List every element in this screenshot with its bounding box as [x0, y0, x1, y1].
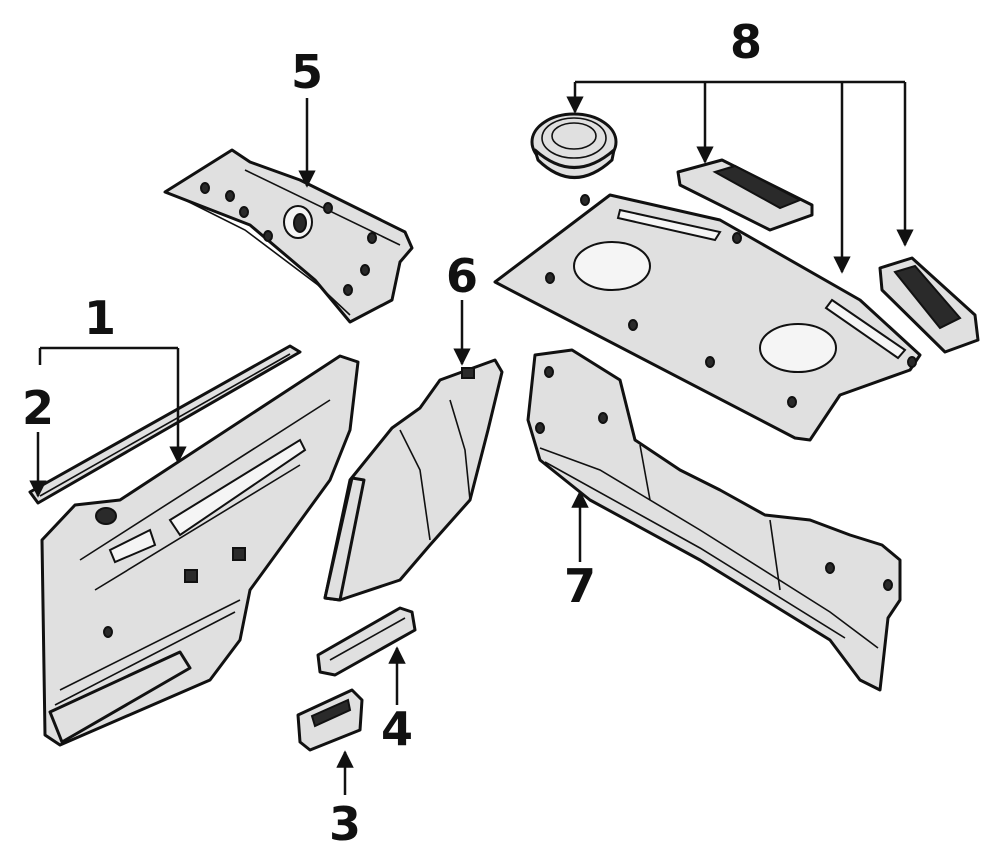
pull-handle: [316, 606, 417, 677]
rear-speaker-grille-left: [676, 158, 814, 232]
callout-3: 3: [329, 797, 361, 851]
callout-7: 7: [564, 559, 596, 613]
package-tray: [493, 193, 922, 442]
callout-5: 5: [291, 45, 323, 99]
leader-lines: [29, 80, 914, 795]
callout-8: 8: [730, 15, 762, 69]
callout-6: 6: [446, 249, 478, 303]
callout-1: 1: [84, 291, 116, 345]
trunk-trim-panel: [526, 348, 902, 692]
speaker-cover: [530, 112, 618, 179]
quarter-trim-panel: [323, 358, 504, 602]
upper-trim-panel: [163, 148, 414, 324]
callout-2: 2: [22, 381, 54, 435]
callout-4: 4: [381, 702, 413, 756]
rear-speaker-grille-right: [878, 256, 980, 354]
lock-bezel: [296, 688, 364, 752]
door-belt-weatherstrip: [28, 344, 302, 505]
rear-door-trim-panel: [40, 354, 360, 747]
